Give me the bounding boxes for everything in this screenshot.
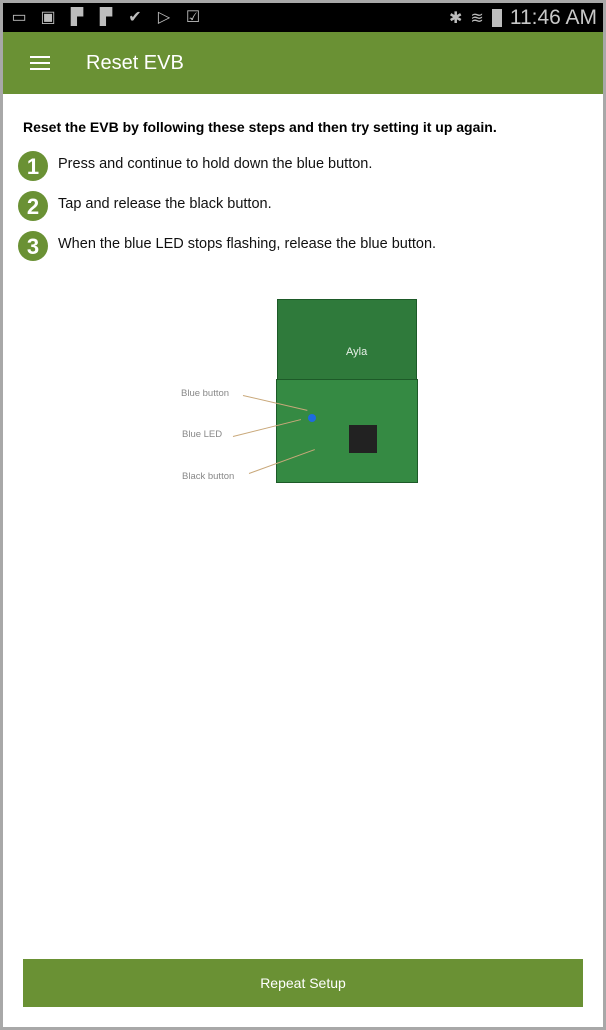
step-text: When the blue LED stops flashing, releas…	[58, 236, 437, 252]
check-icon: ✔	[128, 8, 142, 26]
flipboard-icon: ▛	[70, 8, 84, 26]
evb-board-image: Ayla Blue button Blue LED Black button	[171, 295, 427, 489]
step-number: 3	[18, 231, 48, 261]
ayla-logo: Ayla	[346, 346, 368, 358]
status-bar: ▭ ▣ ▛ ▛ ✔ ▷ ☑ ✱ ≋ 11:46 AM	[3, 3, 603, 32]
board-bottom	[276, 379, 418, 483]
bluetooth-icon: ✱	[449, 9, 463, 27]
repeat-setup-button[interactable]: Repeat Setup	[23, 959, 583, 1007]
clock: 11:46 AM	[509, 5, 597, 29]
hamburger-menu-icon[interactable]	[30, 52, 50, 74]
app-bar: Reset EVB	[3, 32, 603, 94]
microcontroller	[349, 425, 377, 453]
step-1: 1 Press and continue to hold down the bl…	[18, 151, 372, 181]
instructions-heading: Reset the EVB by following these steps a…	[23, 119, 497, 135]
battery-icon	[491, 8, 502, 27]
label-blue-button: Blue button	[181, 388, 230, 399]
step-number: 2	[18, 191, 48, 221]
step-3: 3 When the blue LED stops flashing, rele…	[18, 231, 436, 261]
blue-button	[308, 414, 316, 422]
flipboard-icon: ▛	[99, 8, 113, 26]
screen: ▭ ▣ ▛ ▛ ✔ ▷ ☑ ✱ ≋ 11:46 AM Reset EVB Res…	[3, 3, 603, 1027]
label-black-button: Black button	[182, 471, 235, 482]
step-2: 2 Tap and release the black button.	[18, 191, 272, 221]
wifi-icon: ≋	[470, 9, 484, 27]
gallery-icon: ▣	[40, 8, 56, 26]
page-title: Reset EVB	[86, 51, 184, 74]
board-top: Ayla	[277, 299, 417, 389]
step-text: Press and continue to hold down the blue…	[58, 156, 373, 172]
step-text: Tap and release the black button.	[58, 196, 272, 212]
task-icon: ☑	[185, 8, 201, 26]
play-store-icon: ▷	[157, 8, 171, 26]
label-blue-led: Blue LED	[182, 429, 223, 440]
cast-icon: ▭	[11, 8, 27, 26]
step-number: 1	[18, 151, 48, 181]
